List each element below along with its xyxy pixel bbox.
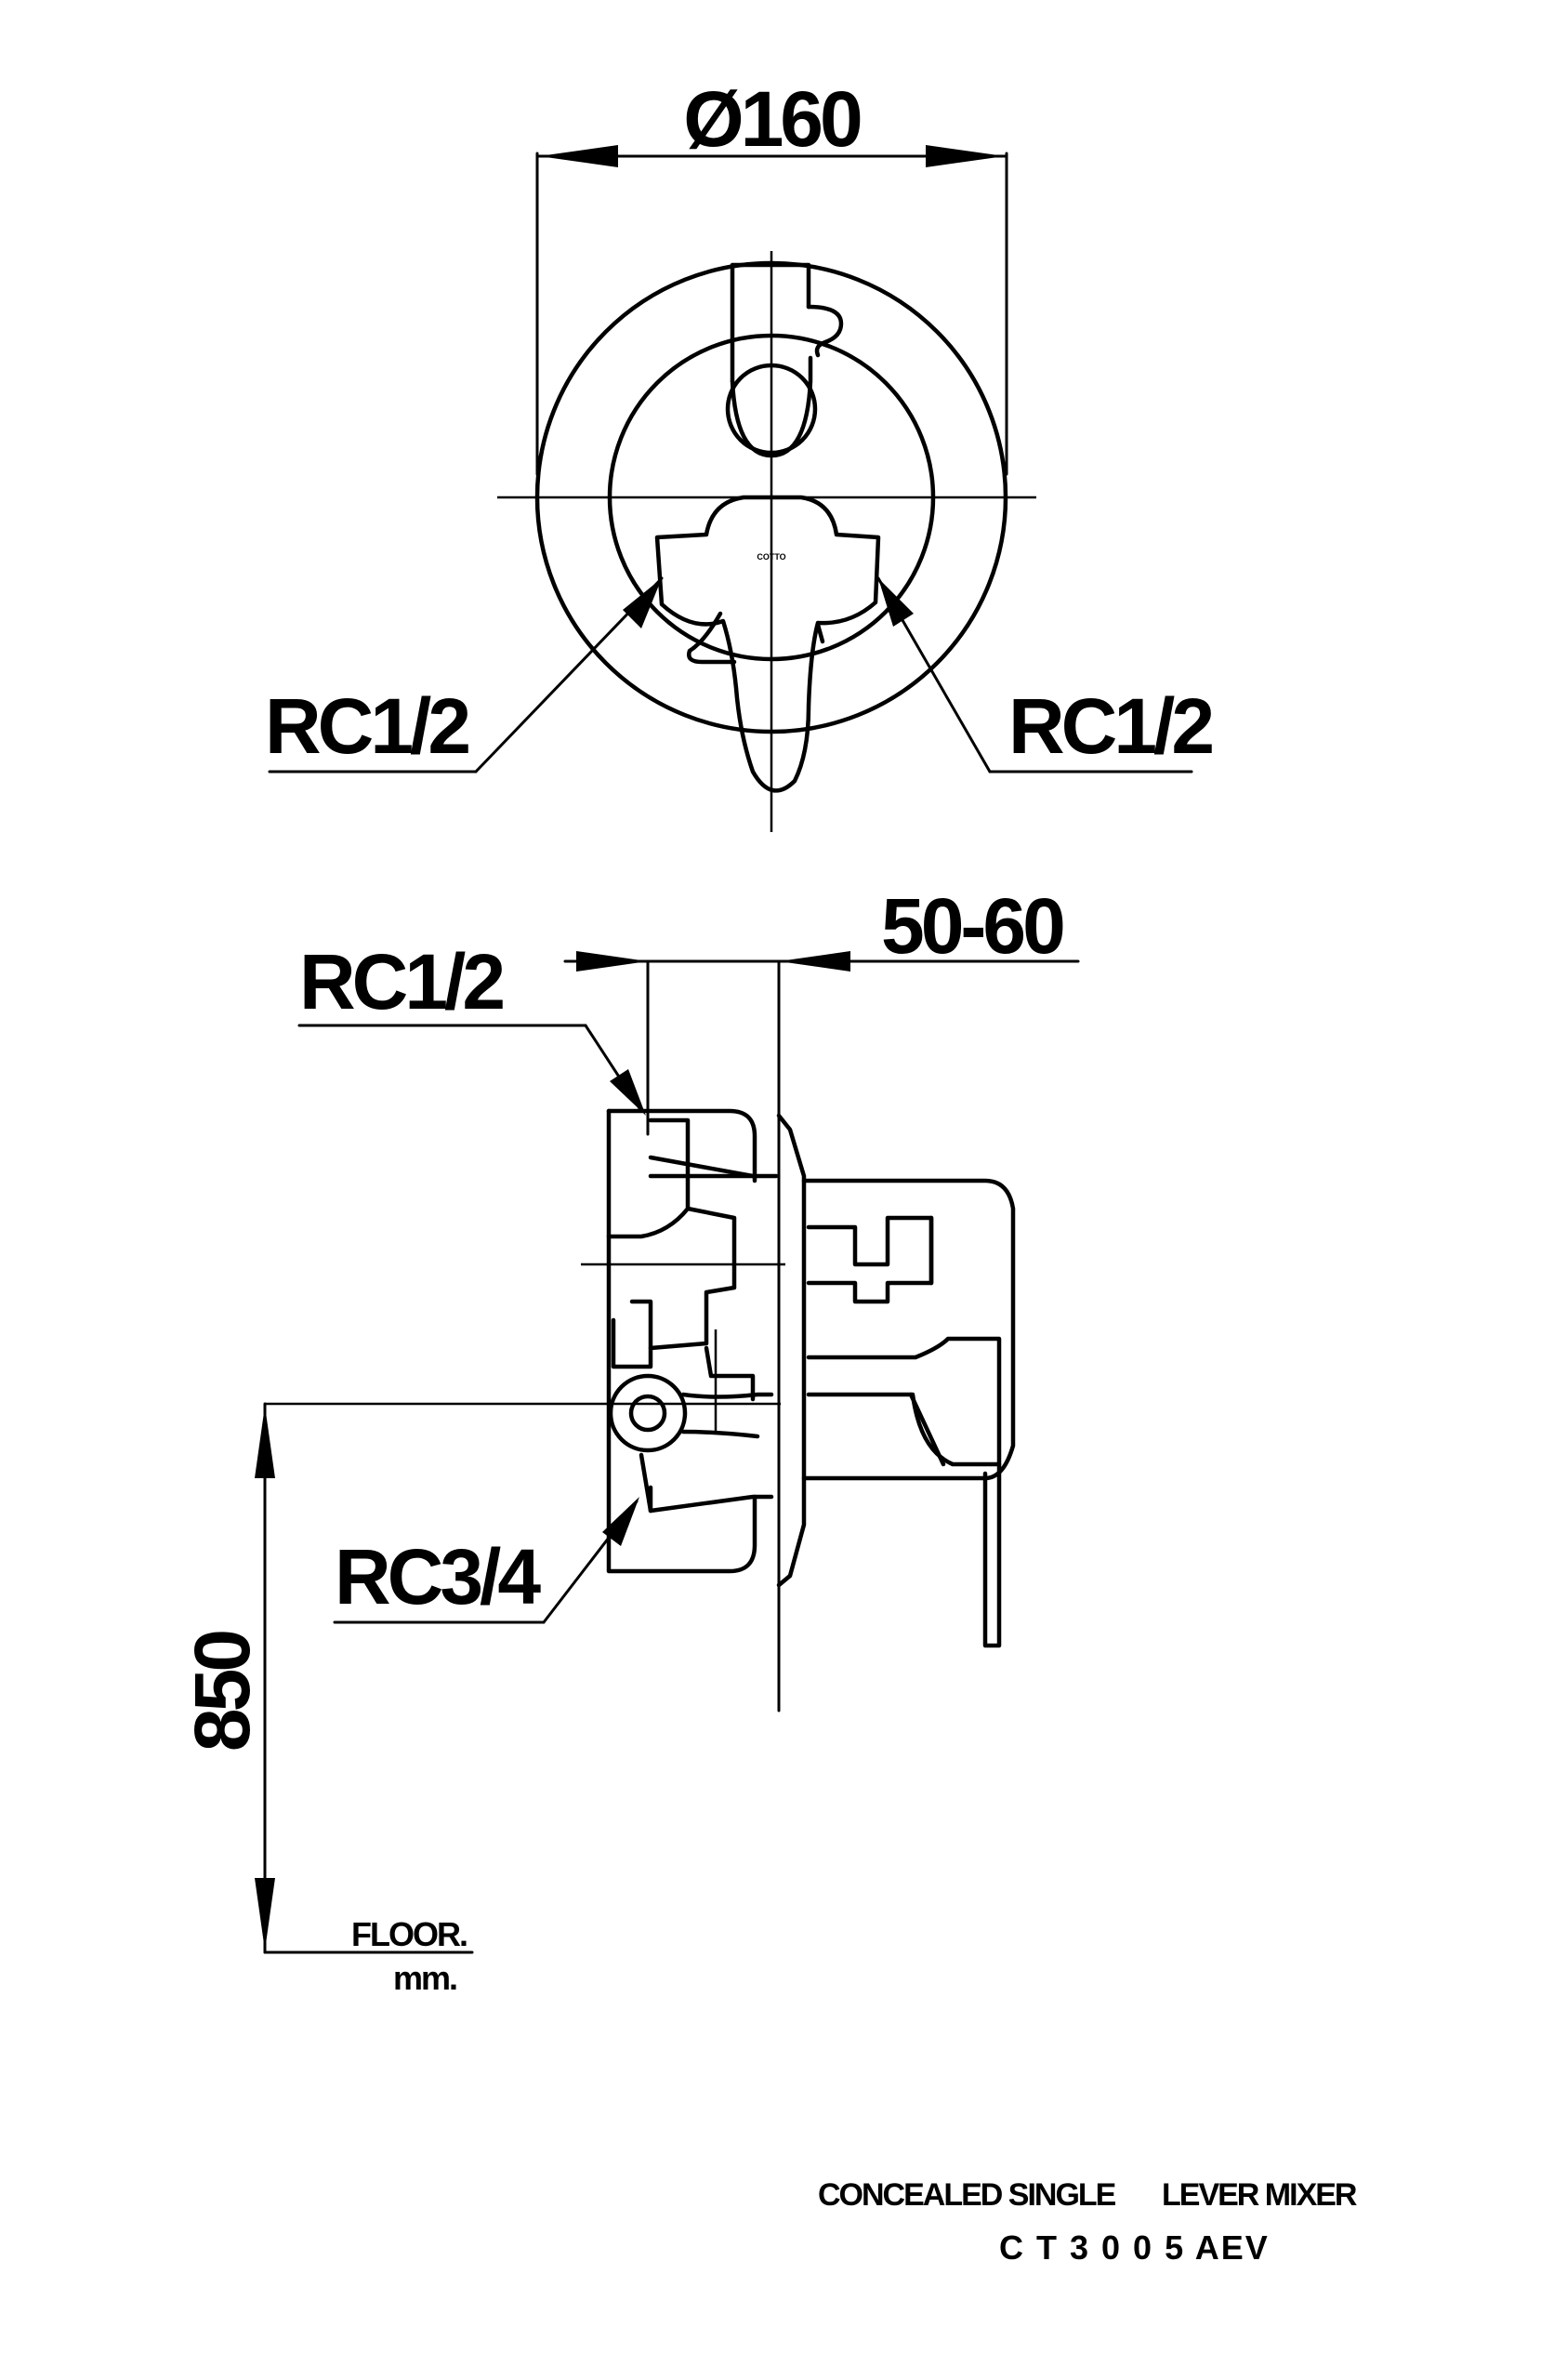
- outlet-port-outer: [608, 1373, 688, 1453]
- front-left-inlet-label: RC1/2: [265, 682, 468, 770]
- upper-inlet-port: [606, 1117, 691, 1239]
- front-left-arrow: [623, 578, 662, 628]
- height-label: 850: [178, 1632, 266, 1752]
- side-outlet-callout: RC3/4: [333, 1497, 639, 1624]
- wall-flange: [776, 1113, 807, 1588]
- body-left-stub: [611, 1299, 653, 1369]
- height-arrow-bottom: [255, 1878, 275, 1950]
- depth-arrow-right: [779, 951, 850, 972]
- cover-plate-inner-circle: [607, 333, 936, 662]
- outlet-channel: [680, 1392, 774, 1439]
- diameter-dimension: Ø160: [535, 75, 1008, 476]
- depth-dimension: 50-60: [563, 882, 1080, 1712]
- side-inlet-label: RC1/2: [299, 938, 503, 1025]
- model-number: C T 3 0 0 5 AEV: [999, 2228, 1270, 2267]
- brand-logo-text: COTTO: [757, 552, 785, 562]
- diverter-hook: [806, 304, 844, 358]
- side-outlet-label: RC3/4: [335, 1533, 541, 1620]
- outlet-port-inner: [628, 1394, 667, 1433]
- height-arrow-top: [255, 1406, 275, 1478]
- product-name-part1: CONCEALED SINGLE: [818, 2177, 1116, 2213]
- diverter-knob-side: [806, 1215, 934, 1304]
- front-right-inlet-callout: RC1/2: [876, 576, 1216, 774]
- lever-side-edge: [908, 1392, 946, 1467]
- side-inlet-callout: RC1/2: [297, 938, 646, 1116]
- body-right-step: [704, 1345, 756, 1402]
- side-inlet-arrow: [610, 1069, 646, 1116]
- dimension-arrow-right: [926, 145, 1005, 167]
- body-middle-outline: [648, 1206, 737, 1351]
- height-dimension: 850: [178, 1402, 275, 1954]
- upper-screw-line: [648, 1155, 779, 1179]
- lever-side-arm: [982, 1461, 1002, 1648]
- diverter-lower-outline: [730, 355, 813, 458]
- front-right-arrow: [878, 578, 914, 627]
- lever-handle-side-detail: [687, 611, 737, 665]
- lever-handle-right-detail: [815, 622, 825, 644]
- floor-label: FLOOR.: [351, 1915, 467, 1953]
- depth-label: 50-60: [881, 882, 1063, 970]
- front-right-inlet-label: RC1/2: [1008, 682, 1212, 770]
- housing-outline: [606, 1108, 757, 1574]
- lever-handle-outline: [654, 495, 881, 793]
- diverter-body-outline: [730, 262, 811, 384]
- depth-arrow-left: [576, 951, 648, 972]
- diverter-knob: [725, 363, 818, 456]
- side-view: 50-60 RC1/2: [178, 882, 1080, 1997]
- title-block: CONCEALED SINGLE LEVER MIXER C T 3 0 0 5…: [818, 2177, 1359, 2267]
- diameter-label: Ø160: [683, 75, 861, 163]
- product-name-part2: LEVER MIXER: [1162, 2177, 1357, 2213]
- side-outlet-arrow: [602, 1497, 639, 1546]
- cover-outline: [801, 1178, 1016, 1481]
- lower-screw-line: [639, 1452, 774, 1514]
- unit-label: mm.: [393, 1959, 456, 1997]
- front-left-inlet-callout: RC1/2: [265, 576, 664, 774]
- lever-base-side: [806, 1336, 1002, 1467]
- housing-top-outline: [606, 1108, 757, 1183]
- front-view: Ø160 COTTO RC1/2 RC1/2: [265, 75, 1216, 832]
- dimension-arrow-left: [539, 145, 618, 167]
